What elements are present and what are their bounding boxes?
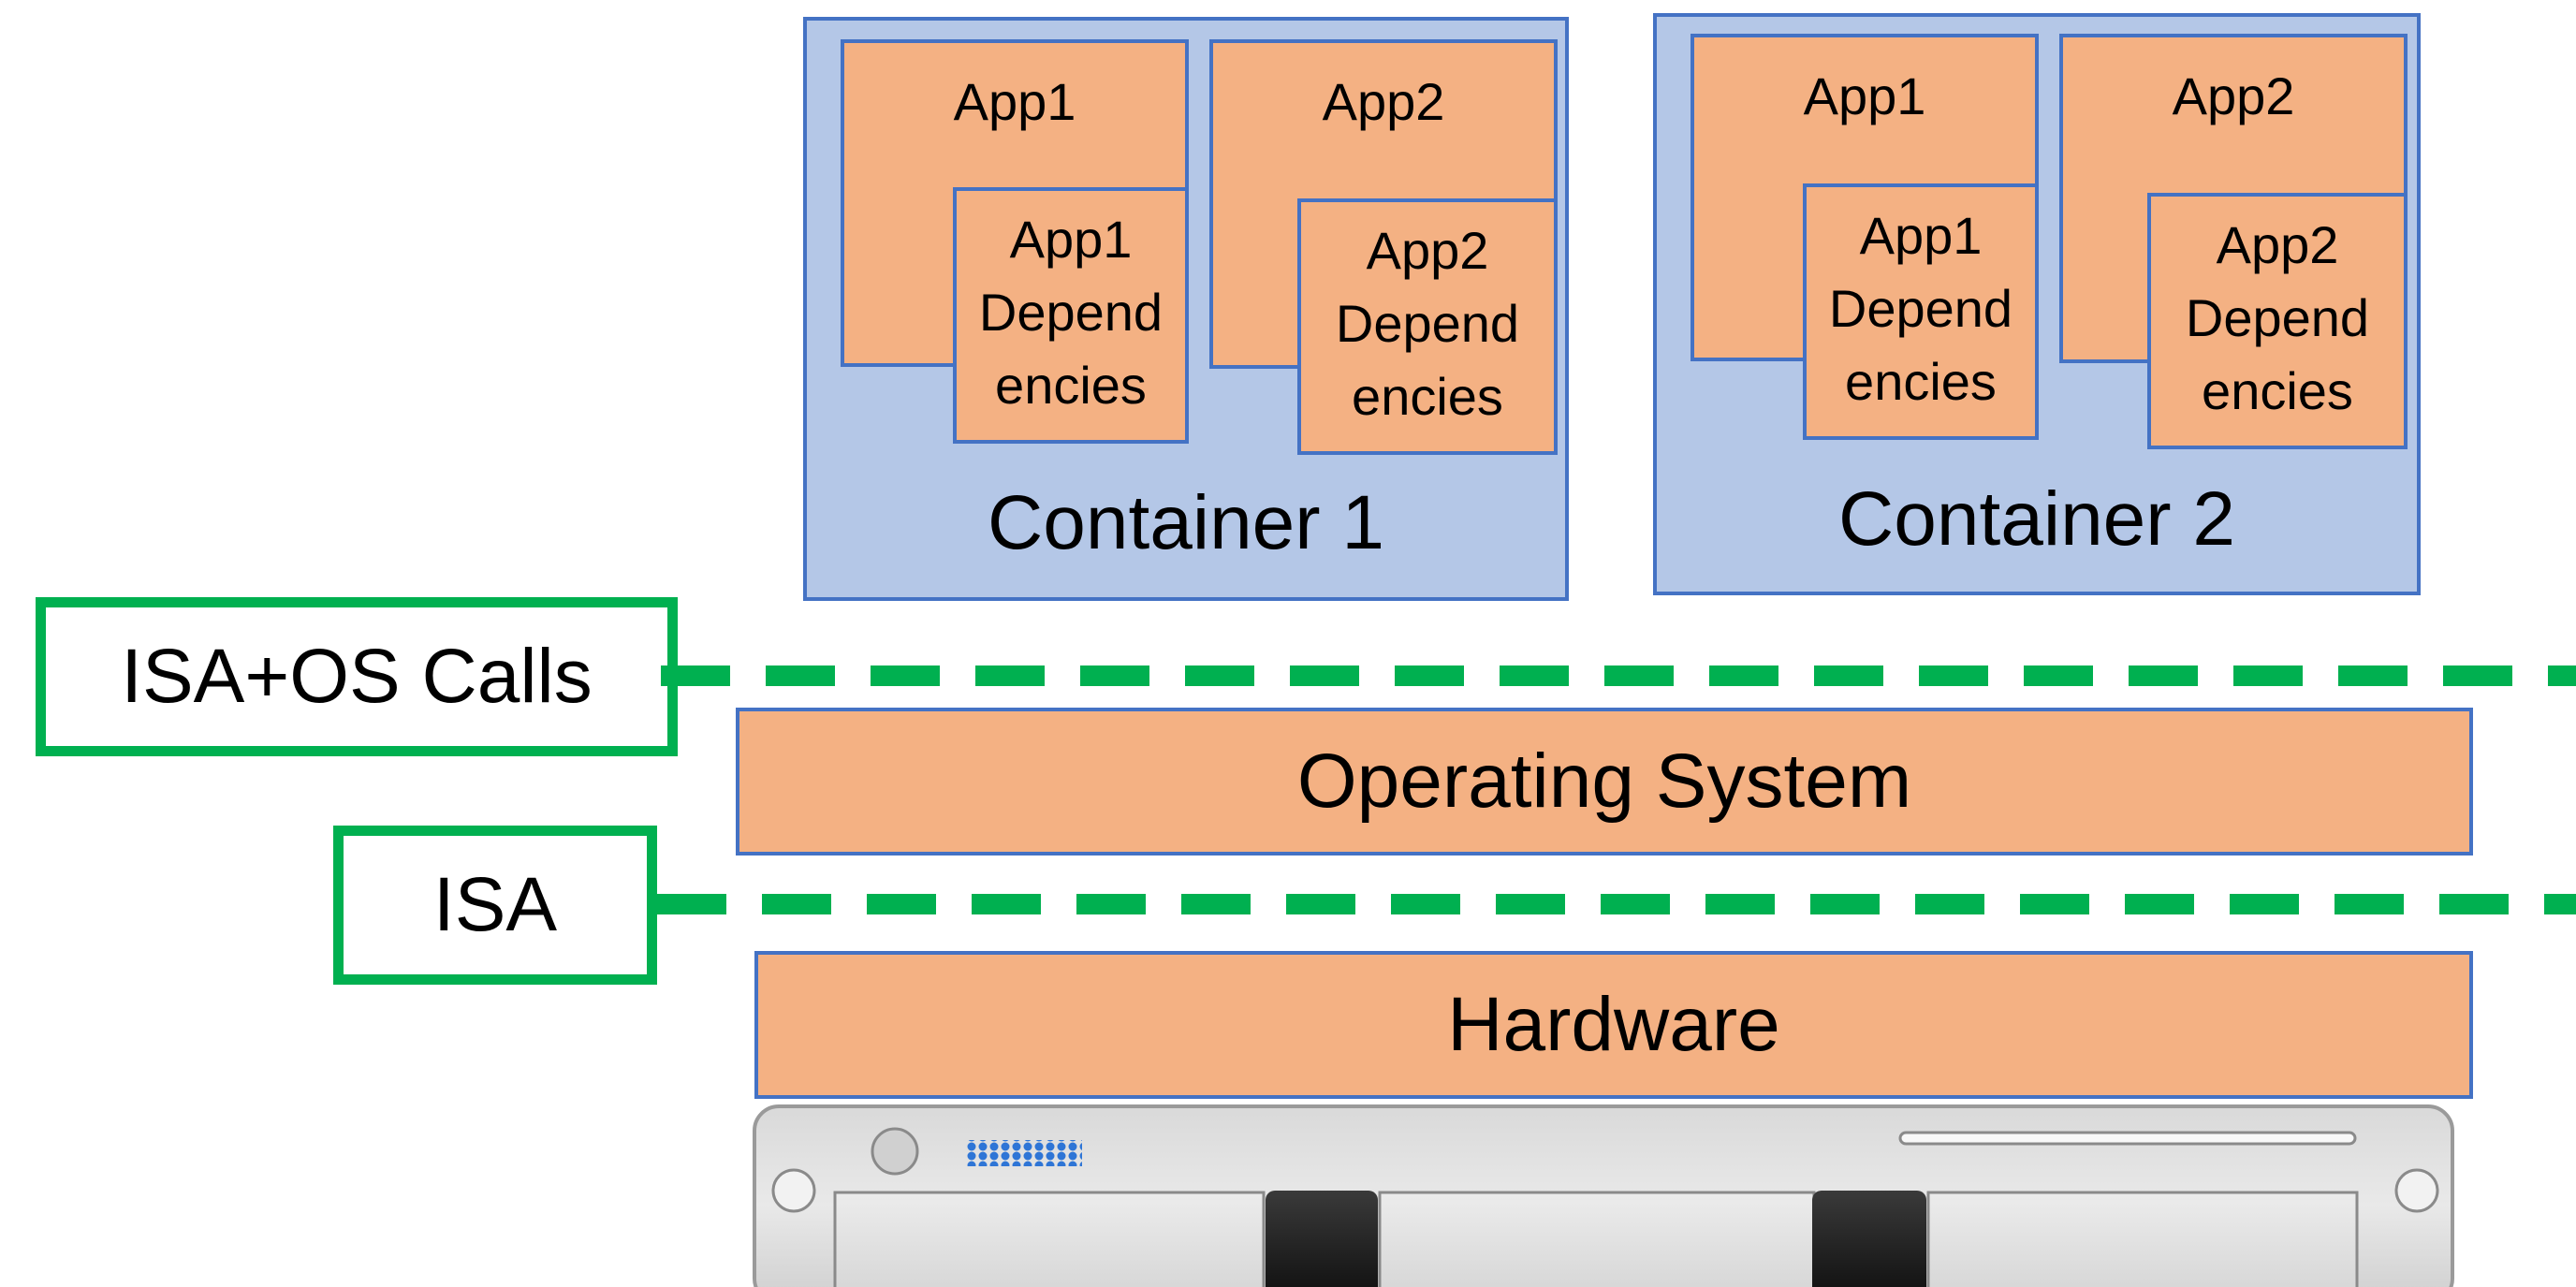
server-drive-latch	[1266, 1191, 1378, 1287]
container-2-app2-dependencies: App2 Depend encies	[2147, 193, 2408, 449]
dep-line: encies	[2202, 361, 2353, 420]
container-2-app1-dependencies: App1 Depend encies	[1803, 183, 2039, 440]
dep-line: encies	[995, 356, 1147, 415]
dep-line: Depend	[2185, 288, 2370, 347]
isa-label: ISA	[432, 862, 558, 947]
dep-line: Depend	[978, 283, 1164, 342]
server-power-button	[871, 1127, 919, 1176]
container-2-label: Container 2	[1838, 476, 2235, 562]
container-1-app1-dependencies: App1 Depend encies	[953, 187, 1189, 444]
isa-dashed-line	[657, 894, 2576, 914]
server-drive-bay	[833, 1191, 1266, 1287]
container-1-label: Container 1	[988, 480, 1384, 565]
server-drive-bay	[1926, 1191, 2359, 1287]
dep-line: encies	[1845, 352, 1997, 411]
container-1-app2-dependencies: App2 Depend encies	[1297, 198, 1558, 455]
server-slot	[1898, 1131, 2357, 1146]
isa-os-calls-label: ISA+OS Calls	[121, 634, 593, 719]
server-screw-right	[2394, 1168, 2439, 1213]
isa-box: ISA	[333, 826, 657, 985]
server-screw-left	[771, 1168, 816, 1213]
hardware-layer: Hardware	[754, 951, 2473, 1099]
isa-os-calls-box: ISA+OS Calls	[36, 597, 678, 756]
dep-line: encies	[1352, 367, 1503, 426]
dep-line: Depend	[1828, 279, 2013, 338]
dep-line: App2	[1366, 221, 1489, 280]
dep-line: App2	[2216, 215, 2339, 274]
server-chassis	[753, 1104, 2454, 1287]
dep-line: App1	[1009, 210, 1133, 269]
server-drive-bay	[1378, 1191, 1816, 1287]
operating-system-layer: Operating System	[736, 708, 2473, 856]
server-led-panel	[966, 1140, 1082, 1166]
dep-line: Depend	[1335, 294, 1520, 353]
isa-os-calls-dashed-line	[661, 665, 2576, 686]
server-drive-latch	[1812, 1191, 1926, 1287]
dep-line: App1	[1859, 206, 1983, 265]
